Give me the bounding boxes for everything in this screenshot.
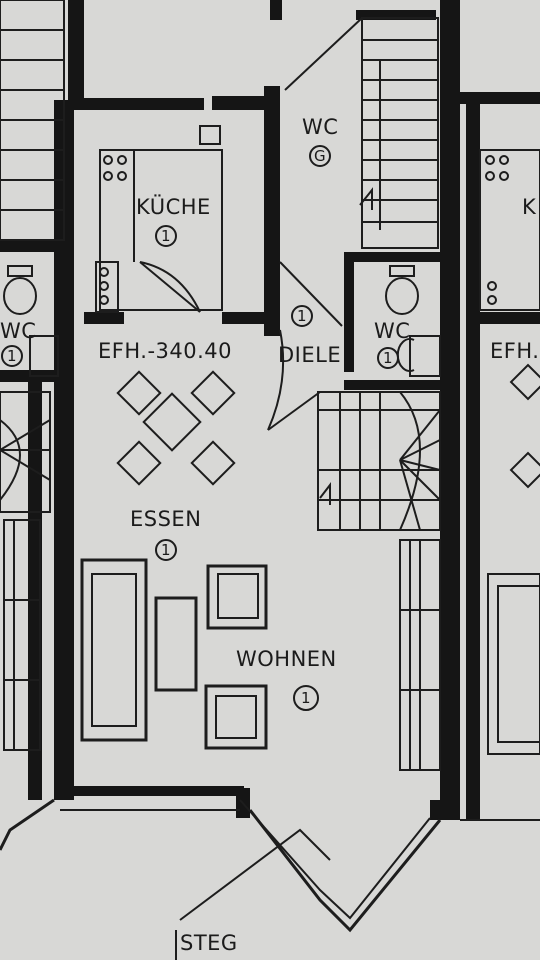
right-kitchen-partial-label: K xyxy=(522,195,537,219)
wc-left-number: 1 xyxy=(7,347,17,365)
walkway-label: STEG xyxy=(180,931,238,955)
dining-number: 1 xyxy=(161,541,171,559)
living-label: WOHNEN xyxy=(236,647,337,671)
hall-door-swing xyxy=(267,261,343,431)
stairs-main xyxy=(317,391,441,531)
armchair-bottom xyxy=(204,684,268,750)
right-unit-furniture xyxy=(479,149,540,755)
kitchen-counter xyxy=(95,125,223,313)
kitchen-number: 1 xyxy=(161,227,171,245)
wc-main-label: WC xyxy=(374,319,410,343)
floor-level-label: EFH.-340.40 xyxy=(98,339,232,363)
kitchen-label: KÜCHE xyxy=(136,194,211,219)
window-right xyxy=(399,539,441,771)
stairs-left-partial xyxy=(0,0,65,513)
bay-window-outline xyxy=(0,798,540,933)
stove-icon xyxy=(103,155,127,181)
window-left-partial xyxy=(3,519,41,751)
hall-label: DIELE xyxy=(278,343,341,367)
hall-number: 1 xyxy=(297,307,307,325)
dining-label: ESSEN xyxy=(130,507,201,531)
walls xyxy=(0,0,540,820)
wc-main-number: 1 xyxy=(383,349,393,367)
dining-table xyxy=(116,370,236,486)
sofa xyxy=(80,558,148,742)
armchair-top xyxy=(206,564,268,630)
living-number: 1 xyxy=(301,689,311,707)
wc-left-label: WC xyxy=(0,319,36,343)
coffee-table xyxy=(154,596,198,692)
wc-top-number: G xyxy=(314,147,326,165)
wc-top-label: WC xyxy=(302,115,338,139)
sink-icon xyxy=(99,267,109,305)
stairs-top xyxy=(284,17,439,249)
floor-level-label-right: EFH. xyxy=(490,339,539,363)
toilet-icon-left xyxy=(3,265,59,377)
kitchen-door-swing xyxy=(139,261,201,313)
